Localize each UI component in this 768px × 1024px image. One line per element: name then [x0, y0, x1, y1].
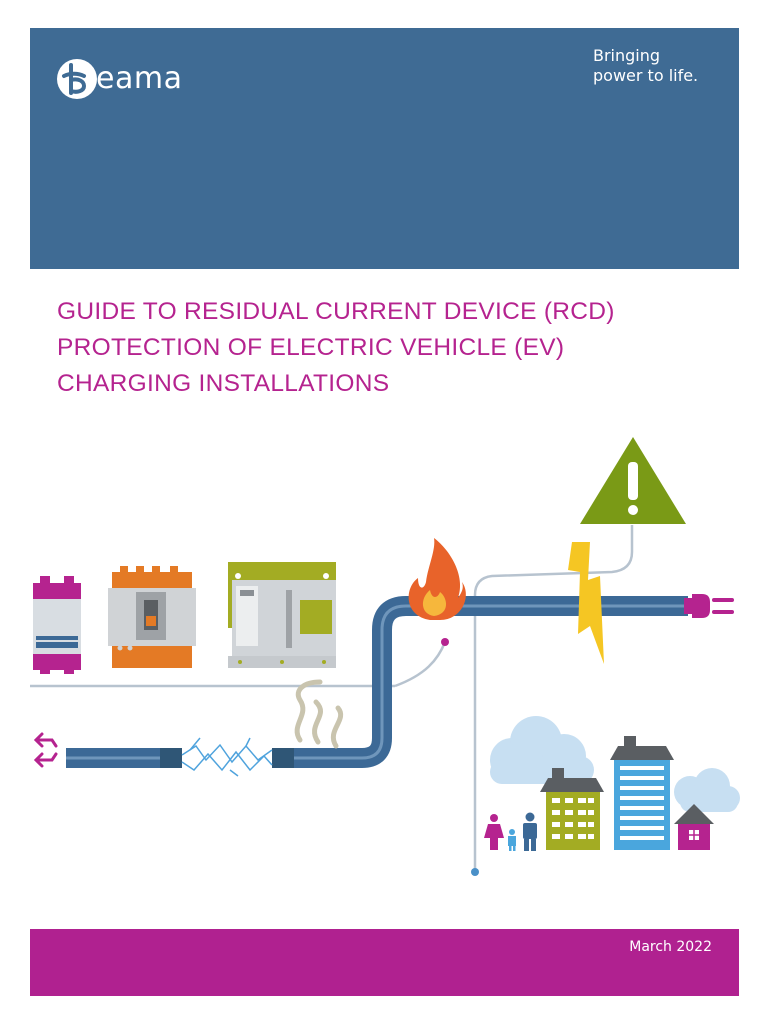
- lightning-icon: [568, 542, 604, 664]
- tagline: Bringing power to life.: [593, 46, 698, 86]
- title-line-1: GUIDE TO RESIDUAL CURRENT DEVICE (RCD): [57, 298, 615, 325]
- header-band: eama Bringing power to life.: [30, 28, 739, 269]
- smoke-icon: [294, 679, 343, 749]
- title-line-3: CHARGING INSTALLATIONS: [57, 370, 390, 397]
- circuit-breaker-icon: [33, 576, 81, 674]
- tagline-line-2: power to life.: [593, 66, 699, 85]
- publication-date: March 2022: [629, 939, 712, 955]
- family-icon: [484, 812, 537, 851]
- beama-logo-icon: [57, 59, 97, 99]
- footer-band: March 2022: [30, 929, 739, 996]
- document-title: GUIDE TO RESIDUAL CURRENT DEVICE (RCD) P…: [57, 294, 737, 402]
- title-line-2: PROTECTION OF ELECTRIC VEHICLE (EV): [57, 334, 565, 361]
- wiring-lines: [30, 525, 634, 870]
- cover-illustration: [30, 437, 740, 876]
- junction-dot: [441, 638, 449, 646]
- beama-logo: eama: [54, 56, 182, 102]
- tower-building-icon: [610, 736, 674, 850]
- main-cable: [66, 596, 688, 768]
- rcd-device-icon: [108, 566, 196, 668]
- consumer-unit-icon: [228, 562, 336, 668]
- logo-text: eama: [96, 61, 183, 96]
- cloud-icon: [490, 716, 740, 812]
- house-icon: [674, 804, 714, 850]
- fire-icon: [408, 538, 466, 620]
- electric-spark-icon: [181, 737, 273, 777]
- warning-icon: [580, 437, 686, 524]
- building-icon: [540, 768, 604, 850]
- plug-icon: [684, 594, 734, 618]
- arrows-icon: [33, 732, 58, 768]
- ground-dot: [471, 868, 479, 876]
- tagline-line-1: Bringing: [593, 46, 661, 65]
